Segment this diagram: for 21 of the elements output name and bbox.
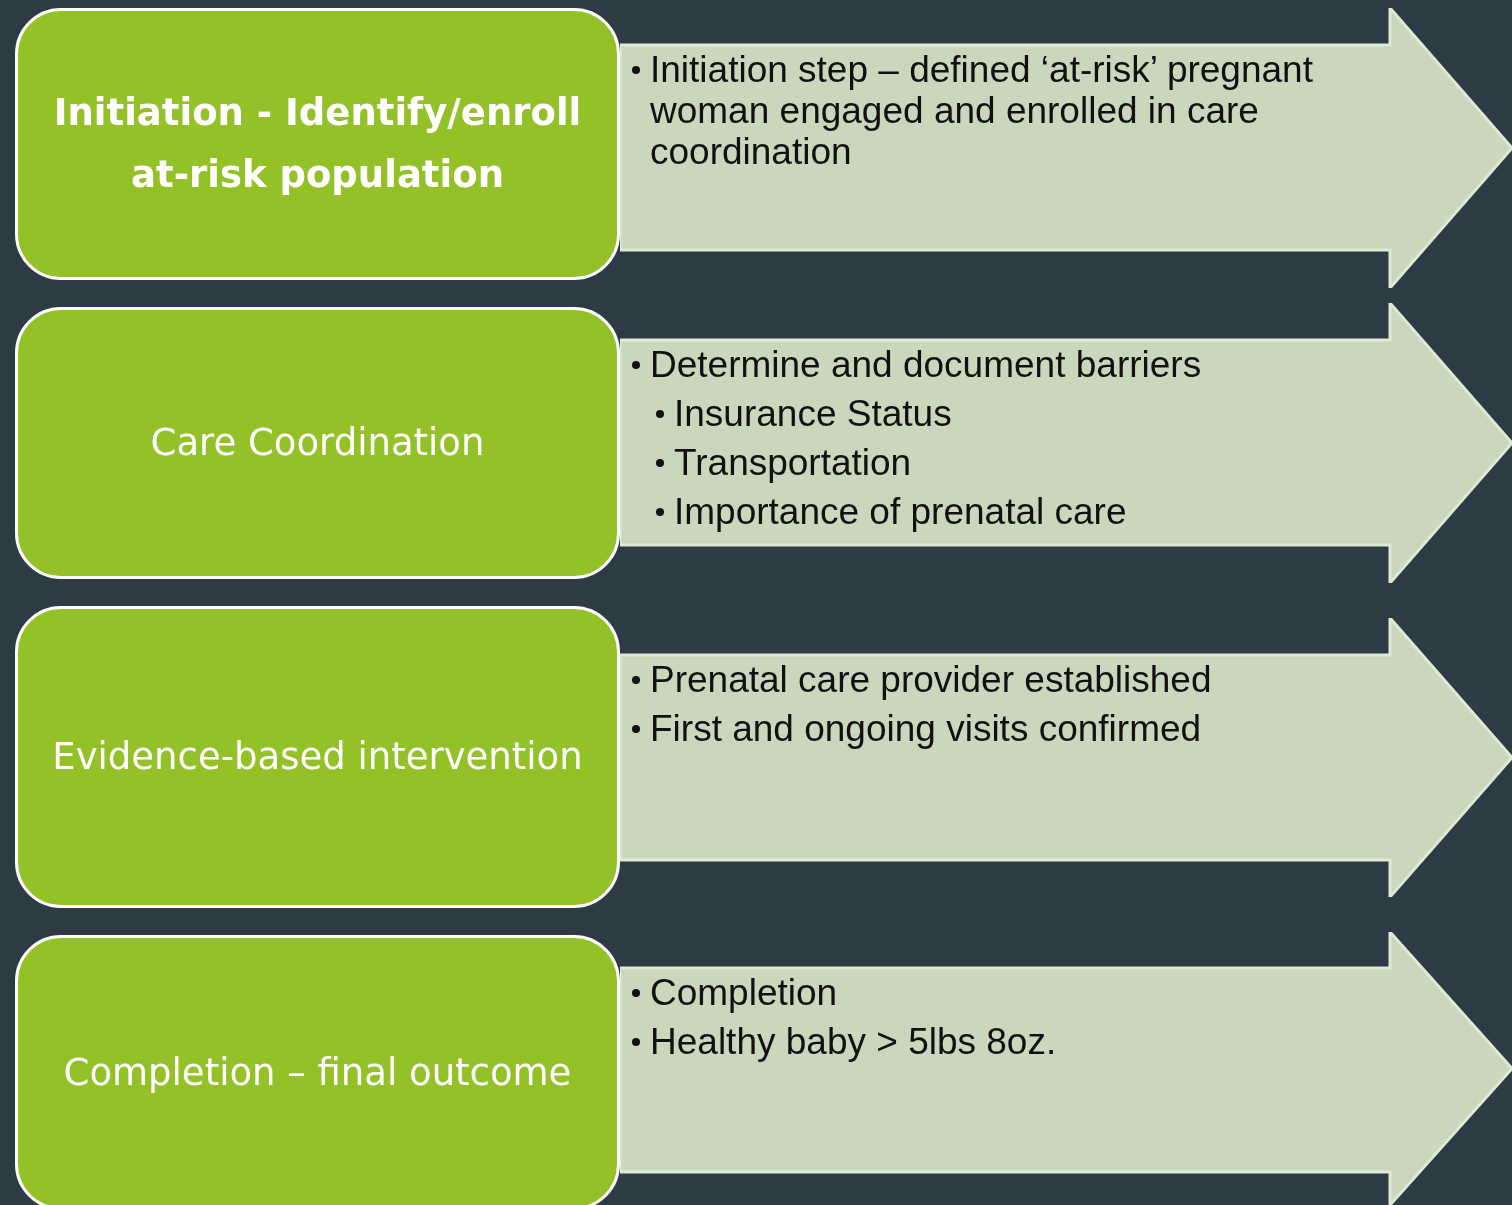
stage-box [15,606,620,908]
bullet-text: Transportation [674,442,912,483]
arrow-panel [620,8,1512,288]
stage-title: Completion – final outcome [63,1049,572,1096]
bullet-text: Completion [650,972,838,1013]
bullet-text: Healthy baby > 5lbs 8oz. [650,1021,1057,1062]
stage-title: Initiation - Identify/enroll at-risk population [52,90,583,198]
stage-box [15,8,620,280]
arrow-panel [620,932,1512,1205]
stage-box [15,935,620,1205]
bullet-text: Prenatal care provider established [650,659,1212,700]
bullet-text: Determine and document barriers [650,344,1202,385]
arrow-panel [620,303,1512,583]
bullet-text: First and ongoing visits confirmed [650,708,1202,749]
stage-box [15,307,620,579]
bullet-text: Insurance Status [674,393,952,434]
stage-title: Care Coordination [150,420,485,466]
stage-title: Evidence-based intervention [52,734,583,780]
arrow-panel [620,618,1512,897]
bullet-text: Importance of prenatal care [674,491,1127,532]
bullet-text: Initiation step – defined ‘at-risk’ pregnant woman engaged and enrolled in care coordination [650,49,1314,172]
